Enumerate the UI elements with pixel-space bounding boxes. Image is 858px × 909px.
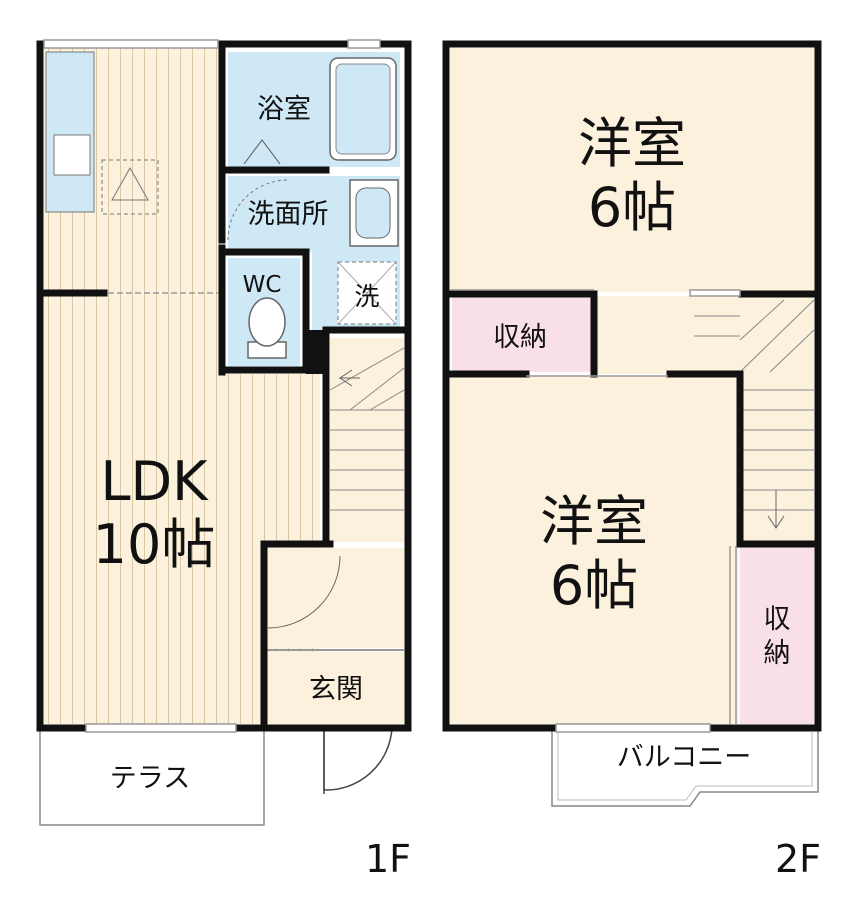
room-bottom-size-label: 6帖 bbox=[550, 554, 638, 617]
wash-basin-bowl bbox=[355, 187, 391, 239]
stairs-up-arrow bbox=[338, 369, 360, 387]
stairs-1f bbox=[330, 338, 404, 542]
washroom-label: 洗面所 bbox=[248, 199, 329, 230]
partition-lines-2f bbox=[450, 289, 737, 724]
room-top-floor bbox=[450, 48, 816, 292]
entrance-floor bbox=[266, 652, 404, 724]
room-top-size-label: 6帖 bbox=[588, 176, 676, 239]
floor-2: 洋室 6帖 収納 洋室 6帖 収 納 バルコニー 2F bbox=[442, 40, 822, 881]
storage-right-label-bottom: 納 bbox=[764, 638, 791, 669]
balcony-label: バルコニー bbox=[617, 742, 751, 773]
windows-1f bbox=[43, 39, 381, 733]
wall-column bbox=[306, 330, 328, 374]
toilet-bowl bbox=[248, 297, 286, 347]
ldk-name-label: LDK bbox=[100, 450, 209, 513]
balcony-inner bbox=[557, 732, 813, 801]
room-top-name-label: 洋室 bbox=[578, 112, 686, 175]
stairs-2f bbox=[694, 296, 814, 542]
terrace-label: テラス bbox=[110, 763, 190, 794]
bath-door bbox=[243, 139, 281, 165]
stair-treads-2f bbox=[694, 299, 815, 511]
fridge-arrow bbox=[111, 166, 149, 201]
stair-treads-1f bbox=[329, 347, 405, 511]
room-bottom-floor bbox=[450, 376, 738, 724]
entrance-door-arc bbox=[323, 727, 393, 791]
hall-floor bbox=[266, 548, 404, 648]
terrace bbox=[39, 726, 265, 826]
storage-right-label-top: 収 bbox=[764, 604, 791, 635]
bath-label: 浴室 bbox=[257, 94, 311, 125]
stairs-down-arrow bbox=[767, 490, 785, 529]
kitchen-counter bbox=[45, 51, 95, 213]
wc-label: WC bbox=[243, 272, 282, 298]
room-bottom-name-label: 洋室 bbox=[540, 490, 648, 553]
kitchen-sink bbox=[53, 134, 91, 176]
floor-1: 浴室 洗面所 WC 洗 LDK 10帖 玄関 テラス 1F bbox=[36, 39, 412, 881]
closet-door-arc bbox=[267, 555, 341, 629]
ldk-size-label: 10帖 bbox=[93, 513, 216, 576]
storage-left-floor bbox=[452, 296, 594, 372]
floor-2-label: 2F bbox=[775, 837, 821, 881]
bathtub-inner bbox=[335, 63, 391, 155]
fridge-space bbox=[101, 159, 159, 215]
washer-diag-b bbox=[337, 261, 397, 325]
walls-2f bbox=[442, 40, 822, 732]
storage-left-label: 収納 bbox=[493, 322, 547, 353]
entrance-label: 玄関 bbox=[309, 674, 363, 705]
laundry-label: 洗 bbox=[354, 282, 379, 311]
storage-right-floor bbox=[740, 546, 814, 724]
windows-2f bbox=[555, 289, 741, 733]
floor-1-label: 1F bbox=[365, 837, 411, 881]
